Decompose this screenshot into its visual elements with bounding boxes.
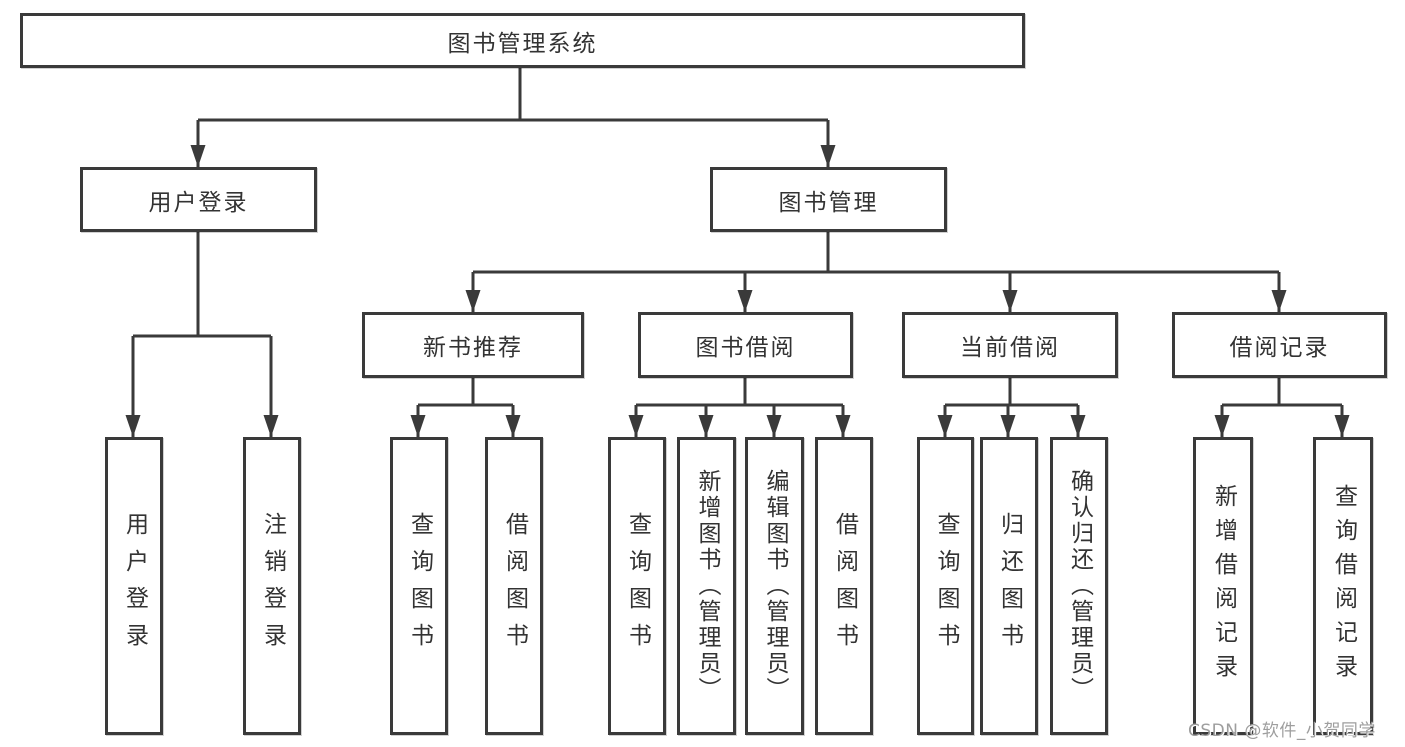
node-new-book-recommendation: 新书推荐 (362, 312, 584, 378)
leaf-query-books-current: 查询图书 (917, 437, 974, 735)
leaf-user-login: 用户登录 (105, 437, 163, 735)
node-label: 确认归还（管理员） (1066, 469, 1093, 703)
node-label: 查询图书 (406, 512, 433, 660)
node-label: 查询借阅记录 (1330, 484, 1357, 688)
leaf-query-books-recommendation: 查询图书 (390, 437, 448, 735)
node-label: 注销登录 (259, 512, 286, 660)
leaf-edit-books-admin: 编辑图书（管理员） (745, 437, 804, 735)
leaf-borrow-books: 借阅图书 (815, 437, 873, 735)
node-label: 用户登录 (148, 189, 249, 216)
node-label: 编辑图书（管理员） (762, 469, 788, 703)
csdn-watermark: CSDN @软件_小贺同学 (1188, 721, 1376, 741)
node-label: 新增借阅记录 (1210, 484, 1237, 688)
node-label: 查询图书 (933, 512, 959, 660)
node-book-management-system: 图书管理系统 (20, 13, 1025, 68)
node-book-borrowing: 图书借阅 (638, 312, 853, 378)
leaf-add-books-admin: 新增图书（管理员） (677, 437, 736, 735)
leaf-logout: 注销登录 (243, 437, 301, 735)
leaf-query-borrowing-record: 查询借阅记录 (1313, 437, 1373, 735)
node-label: 图书借阅 (695, 335, 796, 361)
node-borrowing-records: 借阅记录 (1172, 312, 1387, 378)
node-book-management: 图书管理 (710, 167, 947, 232)
node-current-borrowing: 当前借阅 (902, 312, 1118, 378)
node-label: 图书管理系统 (447, 30, 598, 57)
node-label: 新增图书（管理员） (694, 469, 720, 703)
node-label: 新书推荐 (423, 335, 523, 361)
node-user-login: 用户登录 (80, 167, 317, 232)
leaf-confirm-return-admin: 确认归还（管理员） (1050, 437, 1108, 735)
node-label: 归还图书 (996, 512, 1023, 660)
leaf-add-borrowing-record: 新增借阅记录 (1193, 437, 1253, 735)
node-label: 借阅图书 (831, 512, 858, 660)
node-label: 借阅记录 (1229, 335, 1330, 361)
node-label: 图书管理 (778, 189, 879, 216)
node-label: 用户登录 (121, 512, 148, 660)
node-label: 当前借阅 (960, 335, 1060, 361)
leaf-query-books-borrowing: 查询图书 (608, 437, 666, 735)
node-label: 借阅图书 (501, 512, 528, 660)
leaf-return-books: 归还图书 (980, 437, 1038, 735)
leaf-borrow-books-recommendation: 借阅图书 (485, 437, 543, 735)
node-label: 查询图书 (624, 512, 651, 660)
